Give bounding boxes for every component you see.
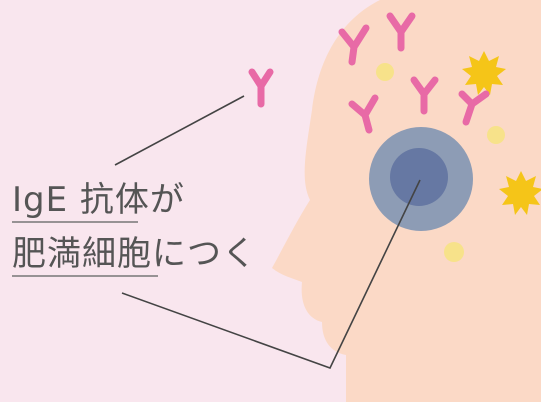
- allergen-burst-icon: [499, 171, 541, 215]
- pointer-line-antibody: [114, 95, 245, 166]
- antibody-y-icon: [458, 90, 490, 126]
- label-line-2: 肥満細胞につく: [12, 234, 257, 274]
- label-line-1: IgE 抗体が: [12, 180, 185, 220]
- pollen-dot: [376, 63, 394, 81]
- antibody-y-icon: [386, 12, 416, 52]
- antibody-y-icon: [248, 68, 274, 108]
- antibody-y-icon: [348, 94, 379, 134]
- antibody-y-icon: [410, 76, 439, 115]
- pointer-line-cell: [121, 179, 421, 369]
- antibody-y-icon: [338, 24, 370, 66]
- pollen-dot: [487, 126, 505, 144]
- allergen-burst-icon: [462, 51, 506, 95]
- mast-cell-nucleus: [390, 148, 448, 206]
- pollen-dot: [444, 242, 464, 262]
